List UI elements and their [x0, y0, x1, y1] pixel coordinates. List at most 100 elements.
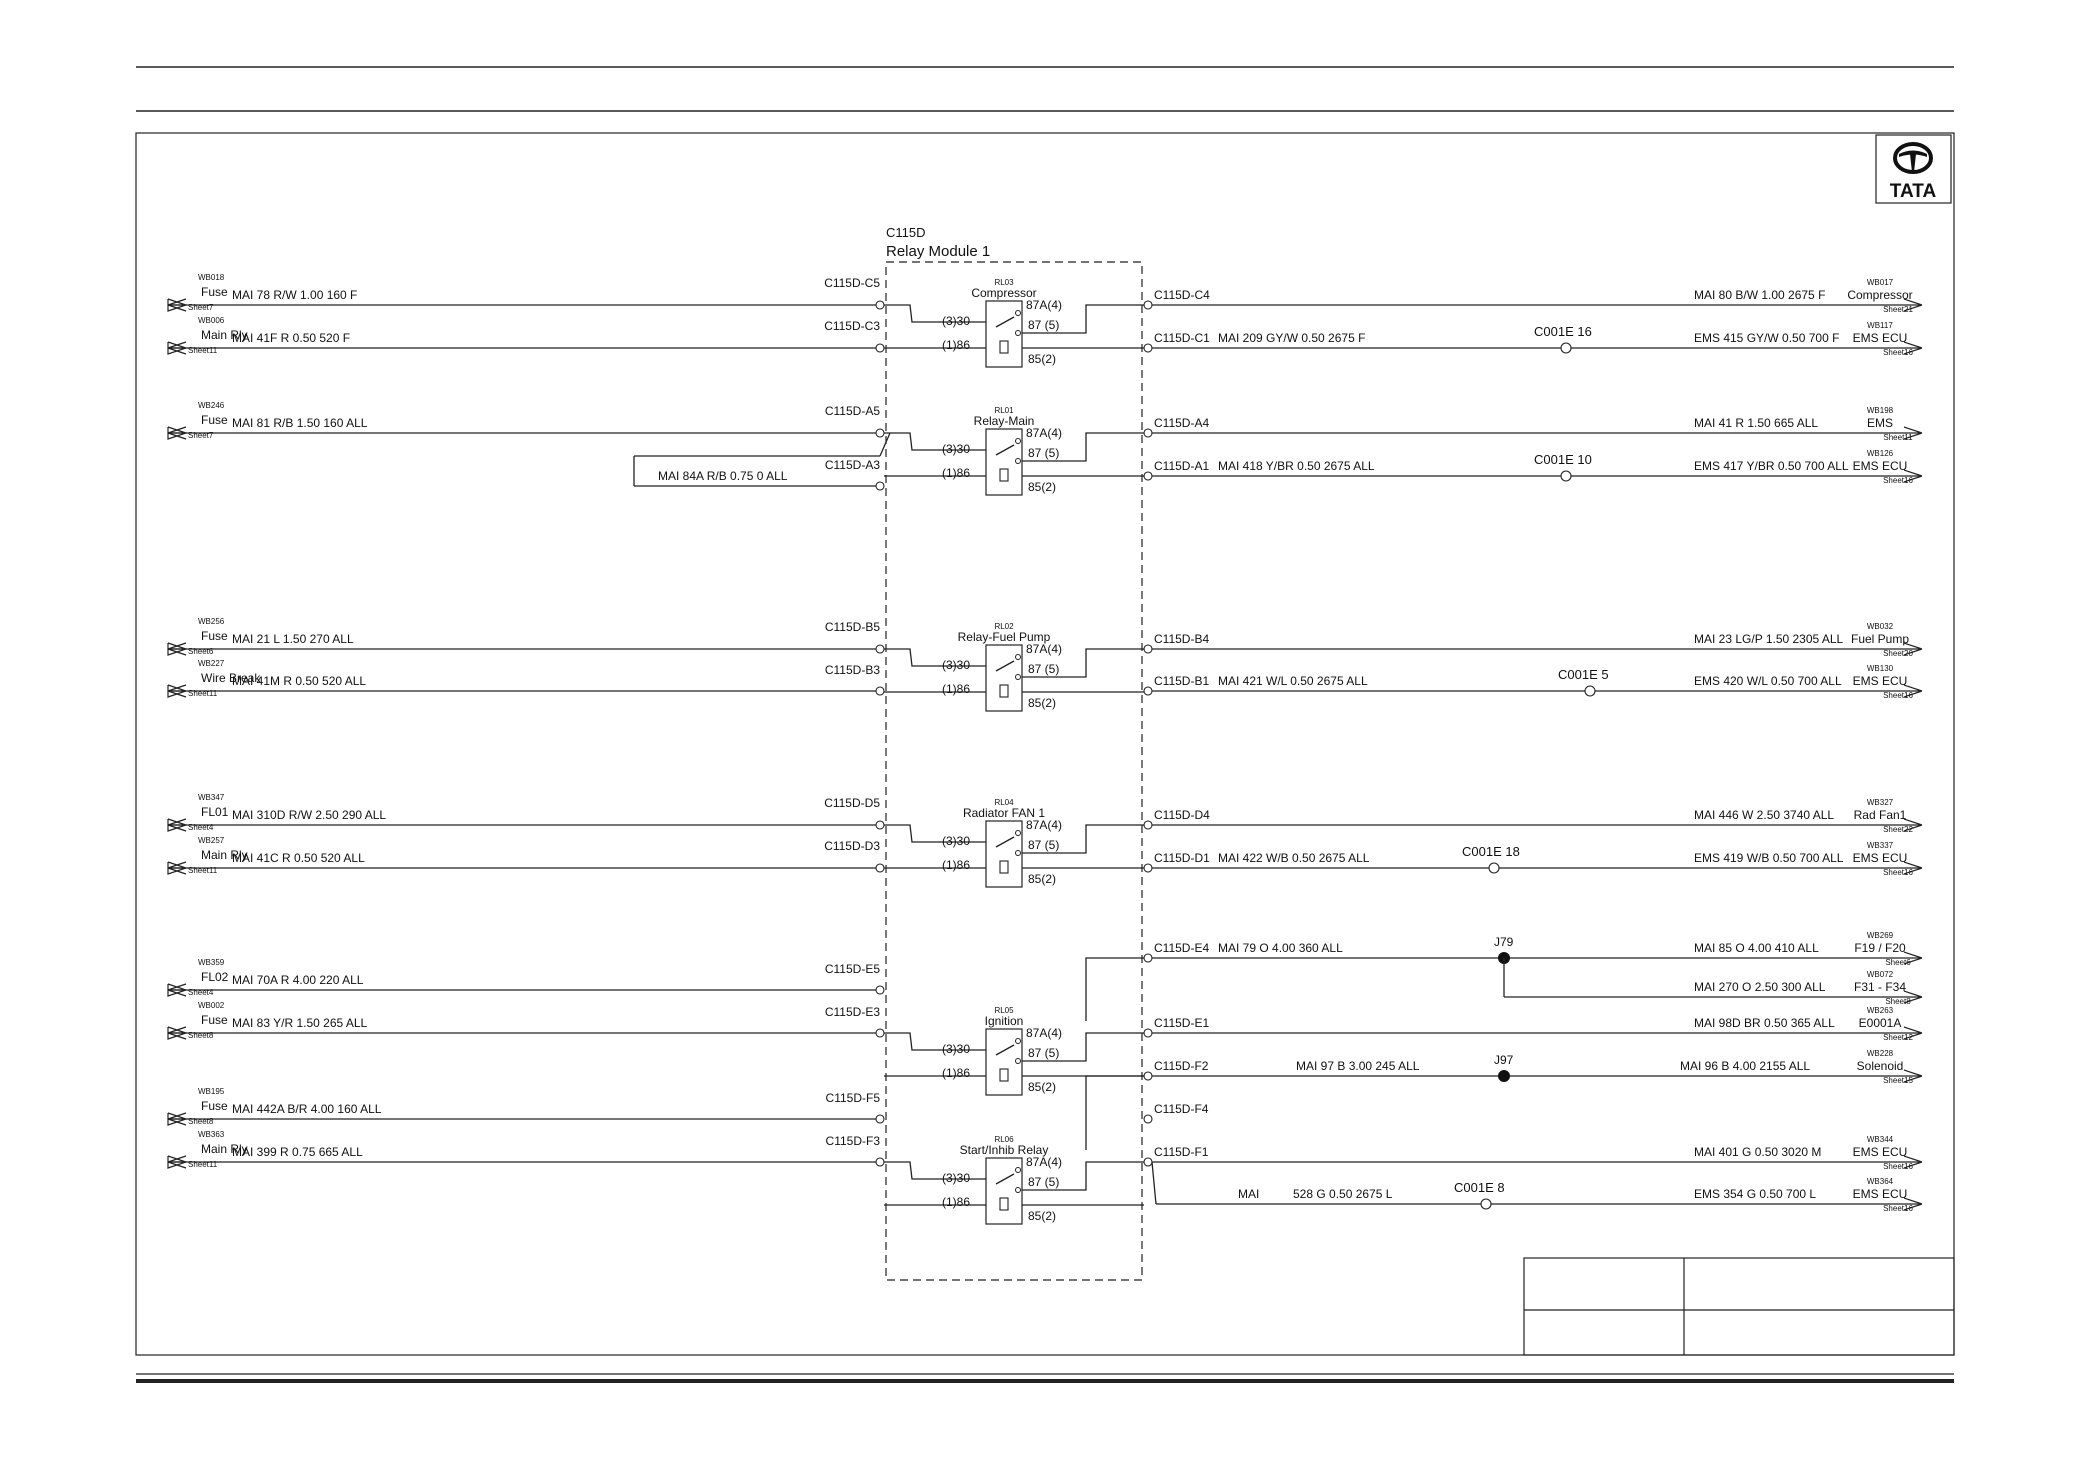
right-arrow-icon	[1903, 1155, 1923, 1169]
relay-out-87	[1022, 1161, 1144, 1191]
right-connector-id: C115D-B4	[1154, 632, 1209, 646]
left-wb-ref: WB227	[198, 659, 225, 668]
right-wb-ref: WB228	[1867, 1049, 1894, 1058]
relay-terminal-icon	[1015, 1038, 1021, 1044]
connector-pin-icon	[1143, 863, 1153, 873]
right-destination: Fuel Pump	[1851, 632, 1909, 646]
module-id: C115D	[886, 225, 926, 240]
relay-pin-85: 85(2)	[1028, 872, 1056, 886]
left-wire-spec: MAI 399 R 0.75 665 ALL	[232, 1145, 363, 1159]
right-wb-ref: WB269	[1867, 931, 1894, 940]
right-sheet-ref: Sheet8	[1885, 997, 1911, 1006]
left-wb-ref: WB018	[198, 273, 225, 282]
relay-coil-icon	[999, 468, 1009, 482]
right-wire-spec-right: MAI 80 B/W 1.00 2675 F	[1694, 288, 1825, 302]
right-destination: EMS ECU	[1853, 674, 1908, 688]
splice-link-line	[879, 432, 891, 457]
left-wb-ref: WB363	[198, 1130, 225, 1139]
left-connector-id: C115D-D5	[824, 796, 880, 810]
right-connector-id: C115D-F2	[1154, 1059, 1209, 1073]
right-destination: E0001A	[1859, 1016, 1902, 1030]
relay-pin-87: 87 (5)	[1028, 1175, 1059, 1189]
left-sheet-ref: Sheet8	[188, 1031, 214, 1040]
relay-feed-30	[884, 648, 986, 667]
connector-pin-icon	[875, 820, 885, 830]
right-wire-spec-right: EMS 420 W/L 0.50 700 ALL	[1694, 674, 1842, 688]
right-arrow-icon	[1903, 861, 1923, 875]
relay-terminal-icon	[1015, 438, 1021, 444]
relay-pin-87: 87 (5)	[1028, 838, 1059, 852]
connector-pin-icon	[875, 343, 885, 353]
arrow-head-icon	[167, 1155, 187, 1169]
connector-pin-icon	[875, 1028, 885, 1038]
connector-pin-icon	[1143, 820, 1153, 830]
relay-contact	[995, 444, 1015, 456]
connector-pin-icon	[1143, 471, 1153, 481]
connector-pin-icon	[875, 428, 885, 438]
right-sheet-ref: Sheet15	[1883, 1076, 1913, 1085]
relay-terminal-icon	[1015, 850, 1021, 856]
right-sheet-ref: Sheet16	[1883, 1204, 1913, 1213]
right-wb-ref: WB130	[1867, 664, 1894, 673]
splice-connector-icon	[1584, 685, 1596, 697]
right-connector-id: C115D-C4	[1154, 288, 1210, 302]
right-sheet-ref: Sheet16	[1883, 348, 1913, 357]
right-wire-spec-right: MAI 98D BR 0.50 365 ALL	[1694, 1016, 1835, 1030]
left-wb-ref: WB195	[198, 1087, 225, 1096]
relay-coil-icon	[999, 1197, 1009, 1211]
left-sheet-ref: Sheet8	[188, 1117, 214, 1126]
relay-name: Ignition	[985, 1014, 1024, 1028]
right-arrow-icon	[1903, 990, 1923, 1004]
right-wb-ref: WB364	[1867, 1177, 1894, 1186]
left-destination: Main Rly	[201, 848, 248, 862]
relay-feed-30	[884, 432, 986, 451]
relay-pin-87a: 87A(4)	[1026, 426, 1062, 440]
connector-pin-icon	[1143, 1157, 1153, 1167]
right-sheet-ref: Sheet20	[1883, 649, 1913, 658]
right-wire-spec-left: 528 G 0.50 2675 L	[1293, 1187, 1393, 1201]
right-arrow-icon	[1903, 642, 1923, 656]
relay-terminal-icon	[1015, 1167, 1021, 1173]
left-sheet-ref: Sheet7	[188, 431, 214, 440]
connector-pin-icon	[875, 300, 885, 310]
right-arrow-icon	[1903, 469, 1923, 483]
right-wire-spec-right: MAI 23 LG/P 1.50 2305 ALL	[1694, 632, 1844, 646]
right-arrow-icon	[1903, 426, 1923, 440]
junction-dot-icon	[1498, 1070, 1510, 1082]
relay-pin-85: 85(2)	[1028, 1209, 1056, 1223]
right-wire-spec-right: MAI 270 O 2.50 300 ALL	[1694, 980, 1826, 994]
right-sheet-ref: Sheet22	[1883, 825, 1913, 834]
left-sheet-ref: Sheet11	[188, 866, 218, 875]
connector-pin-icon	[875, 985, 885, 995]
right-destination: Solenoid	[1857, 1059, 1904, 1073]
right-connector-id: C115D-A1	[1154, 459, 1209, 473]
relay-contact	[995, 316, 1015, 328]
right-destination: EMS ECU	[1853, 331, 1908, 345]
right-arrow-icon	[1903, 1069, 1923, 1083]
right-wire-spec-left: MAI 418 Y/BR 0.50 2675 ALL	[1218, 459, 1375, 473]
relay-pin-87a: 87A(4)	[1026, 642, 1062, 656]
right-wire-spec-right: MAI 85 O 4.00 410 ALL	[1694, 941, 1819, 955]
right-wire-spec-left: MAI 209 GY/W 0.50 2675 F	[1218, 331, 1365, 345]
left-connector-id: C115D-E3	[825, 1005, 880, 1019]
left-destination: Main Rly	[201, 1142, 248, 1156]
relay-pin-86: (1)86	[942, 338, 970, 352]
connector-pin-icon	[1143, 1114, 1153, 1124]
left-sheet-ref: Sheet6	[188, 647, 214, 656]
relay-contact	[995, 1173, 1015, 1185]
right-wb-ref: WB263	[1867, 1006, 1894, 1015]
right-wire-spec-right: MAI 401 G 0.50 3020 M	[1694, 1145, 1821, 1159]
left-wire-spec: MAI 21 L 1.50 270 ALL	[232, 632, 354, 646]
relay-name: Start/Inhib Relay	[960, 1143, 1049, 1157]
relay-pin-87a: 87A(4)	[1026, 298, 1062, 312]
right-sheet-ref: Sheet21	[1883, 305, 1913, 314]
right-connector-id: C115D-F1	[1154, 1145, 1209, 1159]
right-sheet-ref: Sheet16	[1883, 1162, 1913, 1171]
label-layer: MAI 78 R/W 1.00 160 FC115D-C5WB018FuseSh…	[188, 273, 1913, 1213]
left-connector-id: C115D-B3	[825, 663, 880, 677]
splice-id: C001E 16	[1534, 324, 1592, 339]
left-arrow-icon	[167, 818, 188, 832]
arrow-head-icon	[167, 426, 187, 440]
left-wire-spec: MAI 442A B/R 4.00 160 ALL	[232, 1102, 382, 1116]
